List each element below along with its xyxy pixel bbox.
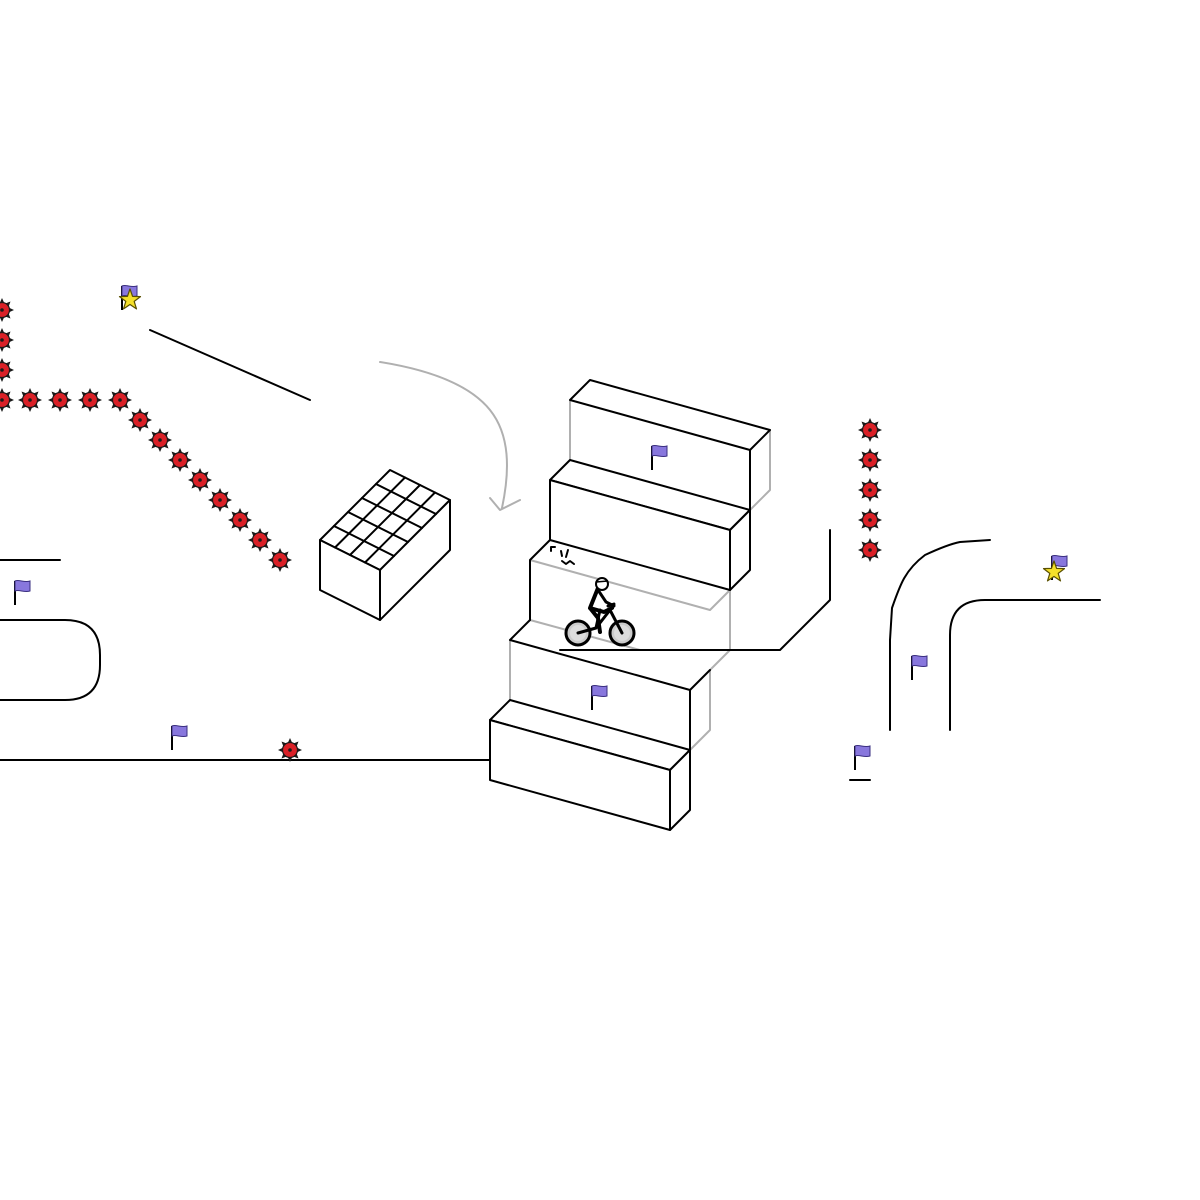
track-rounded-loop [0,619,101,701]
bomb-icon [167,447,193,473]
bomb-icon [227,507,253,533]
scenery-stair-block-4-hidden [509,639,711,751]
track-right-curve-inner [949,599,1101,731]
bomb-icon [277,737,303,763]
bomb-icon [207,487,233,513]
impact-marks [550,546,575,565]
bomb-icon [857,537,883,563]
bomb-icon [857,417,883,443]
checkpoint-flag-icon [591,684,608,711]
checkpoint-flag-icon [651,444,668,471]
bomb-icon [47,387,73,413]
checkpoint-flag-icon [854,744,871,771]
bomb-icon [267,547,293,573]
bomb-icon [857,477,883,503]
bomb-icon [147,427,173,453]
track-right-curve-outer [889,539,991,641]
bomb-icon [77,387,103,413]
scenery-arrowhead [489,497,521,511]
bmx-rider-icon[interactable] [564,577,636,647]
track-crate-block [319,469,451,621]
bomb-icon [0,327,15,353]
track-rider-ledge [559,529,831,651]
bomb-icon [17,387,43,413]
bomb-icon [187,467,213,493]
scenery-curved-arrow [379,361,508,509]
bomb-icon [857,447,883,473]
bomb-icon [127,407,153,433]
checkpoint-group [14,284,1068,771]
track-diagonal-ramp [149,329,311,401]
bomb-icon [0,297,15,323]
bomb-icon [0,387,15,413]
track-layer [0,329,1101,831]
checkpoint-flag-icon [14,579,31,606]
bomb-icon [107,387,133,413]
track-staircase [489,379,771,831]
checkpoint-flag-icon [911,654,928,681]
bomb-icon [247,527,273,553]
scenery-stair-block-1-hidden [569,399,771,511]
bomb-icon [0,357,15,383]
checkpoint-flag-icon [171,724,188,751]
bomb-icon [857,507,883,533]
